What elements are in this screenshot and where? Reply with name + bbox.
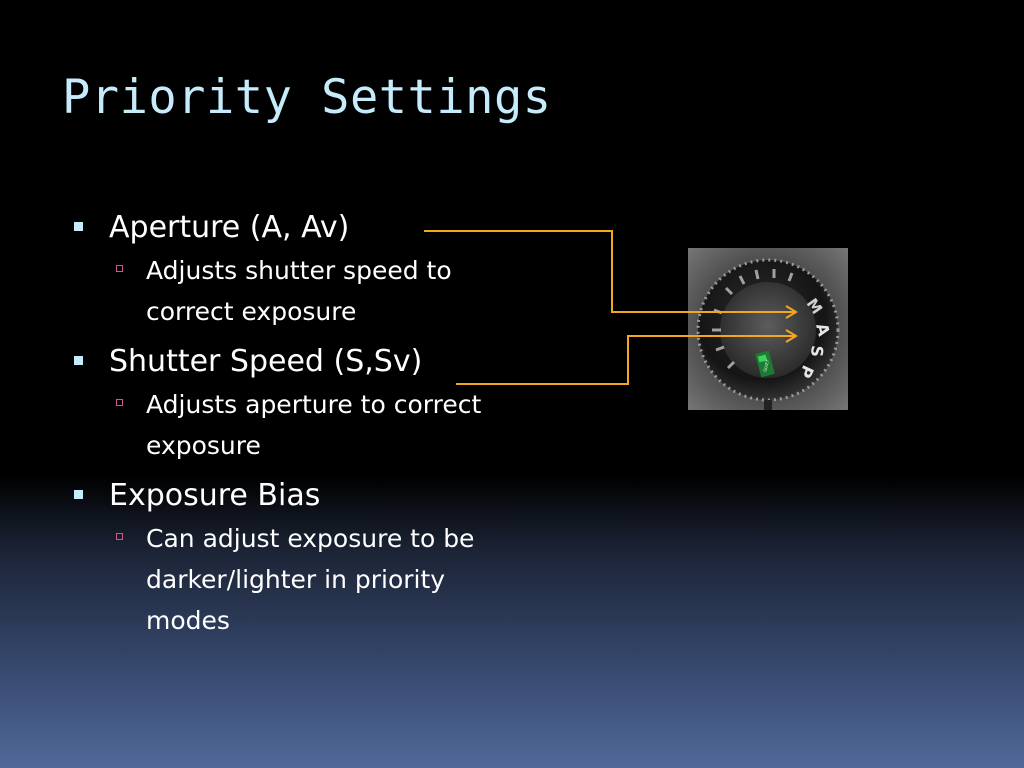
bullet-text: Shutter Speed (S,Sv)	[109, 344, 423, 379]
sub-bullet-exposure-bias: Can adjust exposure to be darker/lighter…	[116, 518, 506, 641]
hollow-square-bullet-icon	[116, 265, 123, 272]
bullet-exposure-bias: Exposure Bias	[72, 474, 512, 518]
bullet-aperture: Aperture (A, Av)	[72, 206, 512, 250]
bullet-text: Aperture (A, Av)	[109, 210, 350, 245]
hollow-square-bullet-icon	[116, 399, 123, 406]
dial-letter-a: A	[812, 321, 834, 338]
sub-bullet-text: Adjusts aperture to correct exposure	[146, 390, 482, 460]
sub-bullet-text: Adjusts shutter speed to correct exposur…	[146, 256, 452, 326]
bullet-text: Exposure Bias	[109, 478, 321, 513]
square-bullet-icon	[74, 222, 83, 231]
dial-letter-s: S	[807, 345, 827, 358]
bullet-list: Aperture (A, Av) Adjusts shutter speed t…	[72, 206, 512, 649]
sub-bullet-shutter-speed: Adjusts aperture to correct exposure	[116, 384, 506, 466]
sub-bullet-aperture: Adjusts shutter speed to correct exposur…	[116, 250, 506, 332]
square-bullet-icon	[74, 356, 83, 365]
sub-bullet-text: Can adjust exposure to be darker/lighter…	[146, 524, 475, 635]
hollow-square-bullet-icon	[116, 533, 123, 540]
slide-title: Priority Settings	[62, 70, 552, 125]
camera-mode-dial-icon: QUIET A S P M	[688, 248, 848, 410]
square-bullet-icon	[74, 490, 83, 499]
bullet-shutter-speed: Shutter Speed (S,Sv)	[72, 340, 512, 384]
